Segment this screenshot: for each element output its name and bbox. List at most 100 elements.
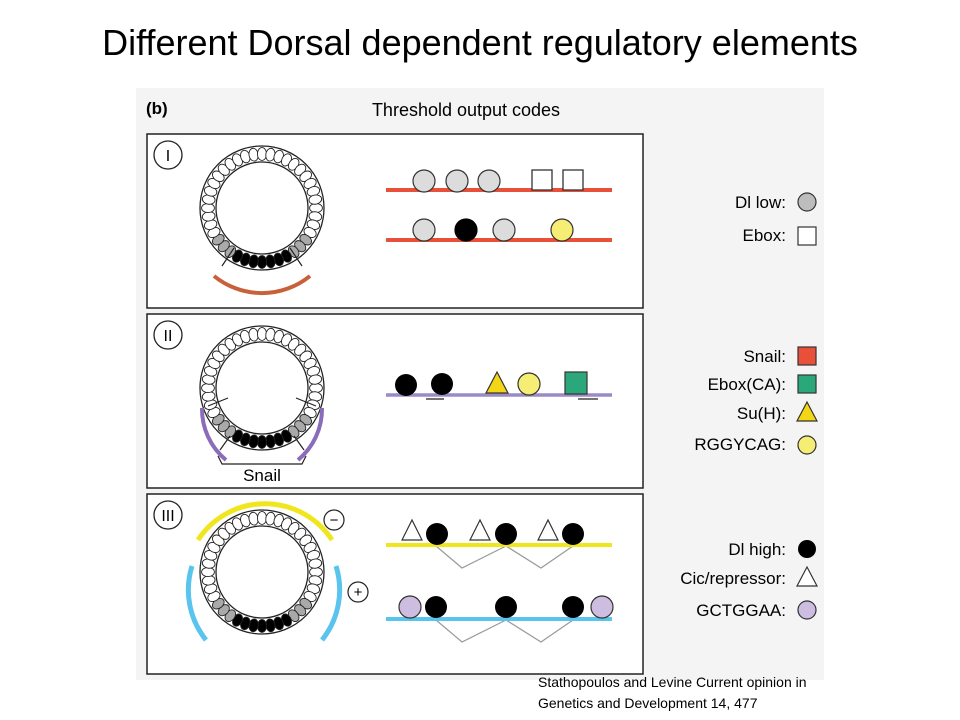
embryo-cross-section-2 (199, 325, 325, 451)
citation-line-1: Stathopoulos and Levine Current opinion … (538, 674, 807, 690)
embryo-cell (308, 194, 323, 205)
cooperative-link (435, 619, 507, 643)
cooperative-link (505, 619, 574, 643)
expression-arc-2-left (199, 407, 228, 462)
ebox-site (531, 169, 553, 191)
legend-label: Ebox(CA): (708, 375, 786, 394)
embryo-yolk (215, 161, 309, 255)
legend-label: Ebox: (743, 226, 786, 245)
legend-gctggaa-icon (797, 600, 817, 620)
embryo-cell (256, 147, 268, 161)
boundary-tick (207, 397, 229, 407)
legend-rggycag-icon (797, 435, 817, 455)
su-h-site (485, 370, 509, 394)
rggycag-site (550, 218, 574, 242)
boundary-tick (289, 247, 303, 267)
legend-cic-icon (796, 565, 818, 587)
roman-label-3: III (161, 508, 174, 525)
legend-label: RGGYCAG: (694, 435, 786, 454)
embryo-cell (309, 566, 323, 578)
dl-high-site (395, 374, 417, 396)
roman-badge-1 (153, 140, 183, 170)
embryo-cell (201, 382, 215, 394)
roman-label-1: I (166, 148, 170, 165)
dl-low-site (412, 218, 436, 242)
legend-label: Snail: (743, 347, 786, 366)
gctggaa-site (590, 595, 614, 619)
legend-dl-high-icon (798, 540, 816, 558)
embryo-cell (256, 255, 268, 269)
dl-high-site (562, 523, 584, 545)
figure-heading: Threshold output codes (372, 100, 560, 120)
dl-high-site (431, 373, 453, 395)
legend-label: Cic/repressor: (680, 569, 786, 588)
roman-badge-3 (153, 500, 183, 530)
snail-bracket (217, 455, 307, 465)
rggycag-site (517, 372, 541, 396)
dl-low-site (445, 169, 469, 193)
embryo-cell (308, 374, 323, 385)
dl-high-site (562, 596, 584, 618)
dl-low-site (492, 218, 516, 242)
citation: Stathopoulos and Levine Current opinion … (538, 672, 938, 714)
embryo-cell (256, 327, 268, 341)
dl-low-site (477, 169, 501, 193)
legend-label: GCTGGAA: (696, 601, 786, 620)
embryo-cell (256, 511, 268, 525)
legend-su-h-icon (796, 400, 818, 422)
dl-low-site (412, 169, 436, 193)
legend-ebox-icon (797, 226, 817, 246)
expression-arc-3-blue-right (320, 565, 343, 642)
ebox-ca-site (564, 371, 588, 395)
plus-sign-badge (347, 581, 369, 603)
boundary-tick (295, 397, 317, 407)
boundary-tick (221, 247, 235, 267)
expression-arc-3-yellow (195, 501, 335, 542)
boundary-tick (293, 435, 305, 451)
cooperative-link (435, 545, 507, 569)
roman-badge-2 (153, 320, 183, 350)
boundary-tick (219, 435, 231, 451)
diagram-svg: (b) Threshold output codes I II III Snai… (146, 99, 818, 675)
cic-repressor-site (469, 518, 491, 541)
embryo-yolk (215, 525, 309, 619)
legend-label: Dl high: (728, 540, 786, 559)
expression-arc-2-right (296, 407, 325, 462)
legend-label: Su(H): (737, 404, 786, 423)
embryo-yolk (215, 341, 309, 435)
plus-sign: + (354, 584, 363, 601)
cic-repressor-site (537, 518, 559, 541)
minus-sign-badge (323, 509, 345, 531)
embryo-cross-section-1 (199, 145, 325, 271)
embryo-cell (201, 566, 215, 578)
embryo-cross-section-3 (199, 509, 325, 635)
diagram-figure: (b) Threshold output codes I II III Snai… (136, 88, 824, 680)
embryo-cell (309, 382, 323, 394)
embryo-cell (201, 202, 215, 214)
snail-domain-label: Snail (243, 466, 281, 485)
dl-high-site (425, 596, 447, 618)
expression-arc-3-blue-left (185, 565, 208, 642)
cic-repressor-site (401, 518, 423, 541)
legend-dl-low-icon (797, 192, 817, 212)
citation-line-2: Genetics and Development 14, 477 (538, 695, 758, 711)
dl-high-site (495, 523, 517, 545)
embryo-cell (308, 558, 323, 569)
embryo-cell (309, 202, 323, 214)
slide-title: Different Dorsal dependent regulatory el… (102, 22, 858, 63)
dl-high-site (426, 523, 448, 545)
legend-label: Dl low: (735, 193, 786, 212)
cooperative-link (505, 545, 574, 569)
legend: Dl low: Ebox: Snail: Ebox(CA): Su(H): RG… (680, 192, 818, 620)
minus-sign: − (330, 512, 339, 529)
dl-high-site (495, 596, 517, 618)
dl-high-site (454, 218, 478, 242)
roman-label-2: II (164, 328, 173, 345)
legend-ebox-ca-icon (797, 374, 817, 394)
embryo-cell (256, 619, 268, 633)
expression-arc-1 (212, 274, 312, 295)
ebox-site (562, 169, 584, 191)
panel-letter: (b) (146, 99, 168, 118)
legend-snail-icon (797, 346, 817, 366)
embryo-cell (256, 435, 268, 449)
